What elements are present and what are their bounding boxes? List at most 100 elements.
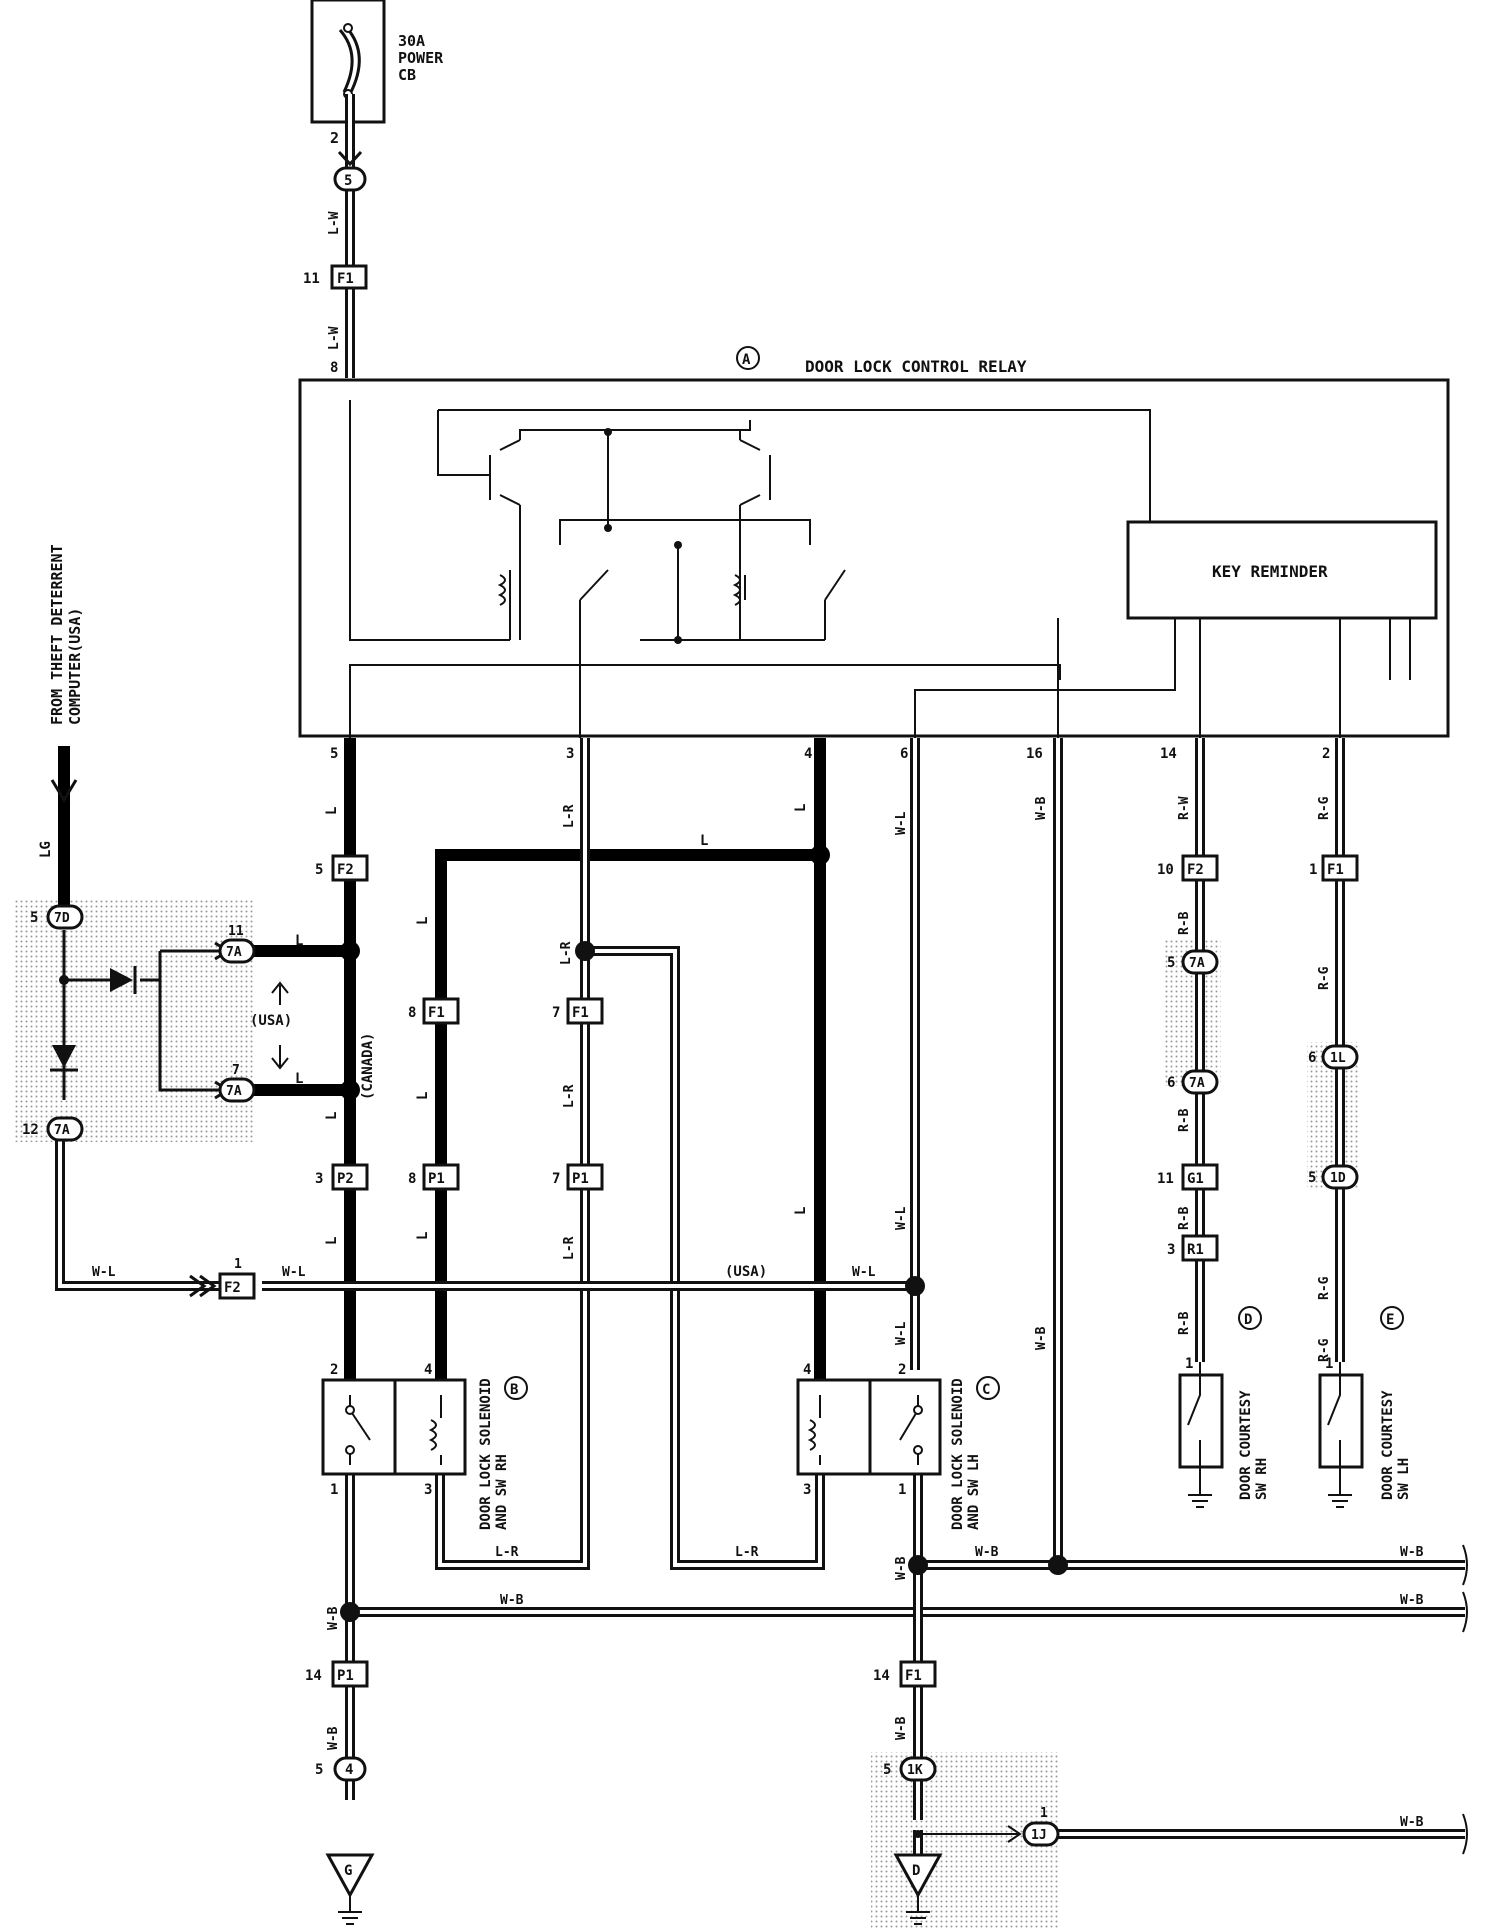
- svg-text:5: 5: [883, 1762, 891, 1778]
- relay-marker: A: [742, 352, 751, 368]
- svg-text:L: L: [415, 1232, 431, 1240]
- svg-text:14: 14: [873, 1668, 890, 1684]
- svg-text:3: 3: [424, 1482, 432, 1498]
- svg-text:W-B: W-B: [1034, 796, 1049, 820]
- svg-text:L: L: [415, 917, 431, 925]
- svg-text:10: 10: [1157, 862, 1174, 878]
- svg-text:11: 11: [1157, 1171, 1174, 1187]
- svg-text:LG: LG: [38, 841, 54, 858]
- svg-text:L: L: [793, 1207, 809, 1215]
- svg-text:L-R: L-R: [495, 1545, 519, 1560]
- svg-text:(USA): (USA): [725, 1264, 767, 1280]
- svg-text:P1: P1: [337, 1668, 354, 1684]
- svg-text:W-L: W-L: [92, 1265, 116, 1280]
- svg-text:5: 5: [30, 910, 38, 926]
- connector-7a-l2: 7A 7: [218, 1063, 256, 1103]
- svg-text:6: 6: [1308, 1050, 1316, 1066]
- svg-text:7A: 7A: [226, 1084, 242, 1099]
- svg-text:W-B: W-B: [326, 1606, 341, 1630]
- svg-text:1: 1: [1040, 1806, 1048, 1821]
- connector-f2-a: F2 5: [315, 854, 369, 882]
- breaker-pin: 2: [330, 129, 339, 147]
- svg-text:(CANADA): (CANADA): [360, 1033, 376, 1100]
- svg-text:W-B: W-B: [326, 1726, 341, 1750]
- svg-text:R1: R1: [1187, 1242, 1204, 1258]
- svg-text:1L: 1L: [1330, 1051, 1346, 1066]
- relay-pin-3: 3: [566, 746, 574, 762]
- svg-text:7A: 7A: [1189, 1076, 1205, 1091]
- wire-wb: W-B W-B W-B W-B W-B W-B W-B W-B W-B W-B …: [326, 738, 1468, 1855]
- wire-label-lw-2: L-W: [327, 326, 342, 350]
- svg-text:7A: 7A: [1189, 956, 1205, 971]
- svg-text:L-R: L-R: [559, 941, 574, 965]
- connector-7a-r1: 7A 5: [1167, 949, 1219, 975]
- connector-7a-l1: 7A 11: [218, 924, 256, 964]
- svg-text:5: 5: [1167, 955, 1175, 971]
- svg-text:DOOR COURTESY: DOOR COURTESY: [1380, 1390, 1396, 1500]
- svg-text:L: L: [324, 1112, 340, 1120]
- svg-text:P1: P1: [428, 1171, 445, 1187]
- svg-text:DOOR LOCK SOLENOID: DOOR LOCK SOLENOID: [950, 1378, 966, 1530]
- svg-text:W-B: W-B: [1400, 1545, 1424, 1560]
- connector-p1-a: P1 8: [408, 1163, 460, 1191]
- svg-text:L: L: [295, 1071, 303, 1087]
- component-b-door-lock-solenoid-rh: B DOOR LOCK SOLENOID AND SW RH 2 4 1 3: [321, 1362, 528, 1530]
- door-lock-control-relay: A DOOR LOCK CONTROL RELAY KEY REMINDER 8…: [298, 346, 1450, 762]
- connector-r1: R1 3: [1167, 1234, 1219, 1262]
- svg-text:7: 7: [552, 1005, 560, 1021]
- svg-text:AND SW LH: AND SW LH: [966, 1454, 982, 1530]
- svg-text:R-G: R-G: [1317, 1338, 1332, 1362]
- connector-f2-low: F2 1: [218, 1257, 256, 1300]
- svg-text:1: 1: [1309, 862, 1317, 878]
- svg-text:L-R: L-R: [562, 1236, 577, 1260]
- svg-text:R-B: R-B: [1177, 1311, 1192, 1335]
- svg-text:F2: F2: [337, 862, 354, 878]
- theft-deterrent-branch: FROM THEFT DETERRENT COMPUTER(USA) LG (U…: [38, 544, 292, 1100]
- svg-text:7: 7: [552, 1171, 560, 1187]
- svg-text:L: L: [324, 807, 340, 815]
- relay-title: DOOR LOCK CONTROL RELAY: [805, 357, 1027, 376]
- svg-text:L: L: [700, 833, 708, 849]
- svg-text:1: 1: [898, 1482, 906, 1498]
- svg-text:2: 2: [898, 1362, 906, 1378]
- svg-text:C: C: [982, 1382, 990, 1398]
- svg-text:5: 5: [315, 862, 323, 878]
- shaded-area-left: [14, 900, 254, 1142]
- svg-text:7: 7: [232, 1063, 240, 1078]
- relay-pin-5: 5: [330, 746, 338, 762]
- svg-text:7A: 7A: [226, 945, 242, 960]
- svg-text:W-L: W-L: [894, 811, 909, 835]
- key-reminder-label: KEY REMINDER: [1212, 562, 1328, 581]
- feed-wire-lw: L-W L-W: [327, 94, 363, 378]
- svg-text:G: G: [344, 1863, 352, 1879]
- svg-text:7A: 7A: [54, 1123, 70, 1138]
- connector-p2: P2 3: [315, 1163, 369, 1191]
- svg-text:L-R: L-R: [735, 1545, 759, 1560]
- relay-pin-4: 4: [804, 746, 812, 762]
- svg-text:5: 5: [1308, 1170, 1316, 1186]
- ground-d: D: [893, 1853, 943, 1925]
- svg-text:L: L: [324, 1237, 340, 1245]
- svg-text:W-B: W-B: [894, 1556, 909, 1580]
- svg-text:1: 1: [1185, 1356, 1193, 1372]
- connector-7d: 7D 5: [30, 904, 84, 930]
- svg-text:14: 14: [305, 1668, 322, 1684]
- svg-text:5: 5: [344, 173, 352, 189]
- connector-f1-c: F1 7: [552, 997, 604, 1025]
- svg-text:W-B: W-B: [500, 1593, 524, 1608]
- wire-lr: L-R L-R L-R L-R L-R L-R: [435, 738, 825, 1570]
- svg-text:W-L: W-L: [852, 1265, 876, 1280]
- svg-text:4: 4: [803, 1362, 811, 1378]
- svg-text:1: 1: [1325, 1356, 1333, 1372]
- svg-text:L-R: L-R: [562, 804, 577, 828]
- svg-text:3: 3: [1167, 1242, 1175, 1258]
- svg-text:W-B: W-B: [975, 1545, 999, 1560]
- svg-text:L: L: [295, 933, 303, 949]
- component-c-door-lock-solenoid-lh: C DOOR LOCK SOLENOID AND SW LH 4 2 3 1: [796, 1362, 1000, 1530]
- svg-text:4: 4: [345, 1762, 353, 1778]
- connector-p1-ground: P1 14: [305, 1660, 369, 1688]
- svg-text:R-W: R-W: [1177, 796, 1192, 820]
- svg-text:R-B: R-B: [1177, 1206, 1192, 1230]
- svg-text:DOOR COURTESY: DOOR COURTESY: [1238, 1390, 1254, 1500]
- svg-text:L: L: [415, 1092, 431, 1100]
